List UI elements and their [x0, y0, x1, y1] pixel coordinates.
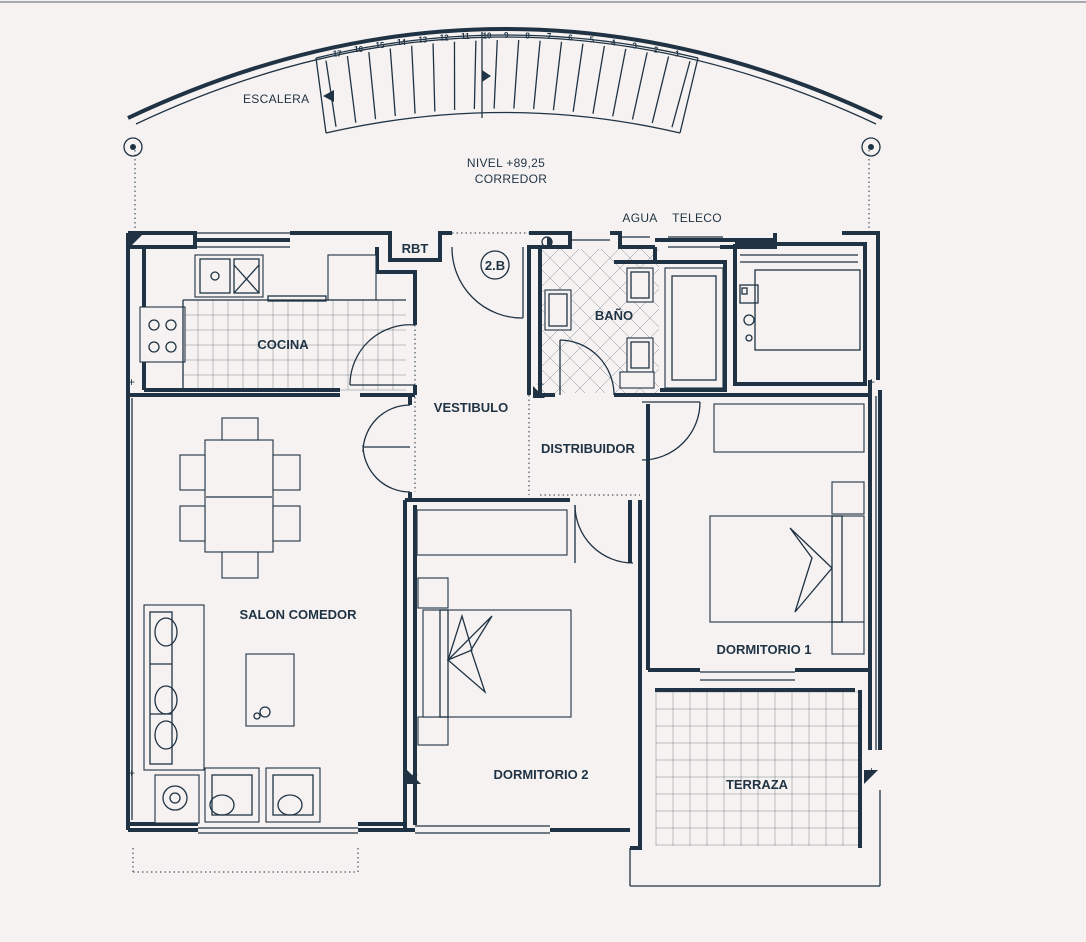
stair-step-number: 6: [568, 34, 573, 43]
stair-start-arrow-icon: [323, 90, 334, 102]
stair-tread: [612, 48, 627, 117]
stair-step-number: 8: [525, 31, 530, 40]
plus-marker: +: [411, 768, 418, 782]
stair-tread: [473, 40, 477, 110]
stair-treads: [325, 40, 691, 128]
stair-tread: [346, 55, 357, 123]
corner-markers: + + + + + +: [128, 234, 878, 784]
terrace-floor-tiles: [655, 691, 858, 846]
corridor-label: CORREDOR: [475, 172, 547, 186]
level-label: NIVEL +89,25: [467, 156, 545, 170]
plus-marker: +: [868, 375, 875, 389]
stair-tread: [671, 60, 691, 128]
plus-marker: +: [128, 766, 135, 780]
stair-step-number: 15: [376, 41, 385, 50]
stair-step-number: 2: [654, 45, 659, 54]
living-furniture: [143, 604, 321, 824]
stair-label: ESCALERA: [243, 92, 309, 106]
stair-tread: [493, 40, 498, 109]
doors: [349, 232, 701, 564]
stair-tread: [432, 43, 436, 112]
bathroom-walls: [527, 231, 880, 397]
kitchen-fixtures: [139, 254, 406, 390]
room-label-bedroom2: DORMITORIO 2: [493, 767, 588, 782]
dining-table: [179, 417, 301, 579]
stair-step-number: 12: [440, 34, 449, 43]
stair-tread: [532, 40, 541, 110]
corridor-columns: [123, 137, 881, 157]
room-label-terrace: TERRAZA: [726, 777, 789, 792]
stair-step-number: 13: [418, 36, 427, 45]
water-label: AGUA: [622, 211, 657, 225]
stair-step-number: 9: [504, 31, 509, 40]
corridor-arc: [127, 27, 883, 232]
bedroom1-furniture: [709, 403, 865, 655]
stair-step-numbers: 17 16 15 14 13 12 11 10 9 8 7 6 5 4 3 2 1: [333, 31, 681, 59]
stair-step-number: 11: [461, 32, 470, 41]
stair-tread: [389, 48, 396, 117]
stair-arrow-icon: [482, 70, 491, 82]
windows: [131, 236, 877, 834]
bedroom2-furniture: [416, 509, 572, 746]
room-label-hall: VESTIBULO: [434, 400, 508, 415]
bathroom-fixtures: [541, 236, 724, 389]
stair-tread: [572, 43, 584, 112]
stair-step-number: 1: [675, 50, 680, 59]
room-label-bedroom1: DORMITORIO 1: [716, 642, 811, 657]
stair-step-number: 16: [354, 45, 363, 54]
balcony-outline: [132, 848, 359, 873]
stair-step-number: 3: [632, 42, 637, 51]
room-label-distributor: DISTRIBUIDOR: [541, 441, 636, 456]
stair: 17 16 15 14 13 12 11 10 9 8 7 6 5 4 3 2 1 ESCALERA: [243, 31, 699, 134]
stair-step-number: 10: [483, 31, 492, 40]
stair-step-number: 17: [333, 49, 342, 58]
stair-tread: [552, 41, 563, 111]
stair-step-number: 14: [397, 38, 406, 47]
stair-tread: [410, 45, 416, 114]
rbt-label: RBT: [402, 241, 429, 256]
stair-step-number: 5: [590, 36, 595, 45]
room-label-living: SALON COMEDOR: [240, 607, 358, 622]
stair-step-number: 7: [547, 32, 552, 41]
exterior-walls: [126, 231, 882, 887]
room-label-bathroom: BAÑO: [595, 308, 633, 323]
room-label-kitchen: COCINA: [257, 337, 309, 352]
stair-tread: [592, 45, 605, 114]
stair-tread: [368, 51, 377, 120]
unit-code-label: 2.B: [485, 258, 505, 273]
telecom-label: TELECO: [672, 211, 722, 225]
plus-marker: +: [537, 377, 544, 391]
stair-tread: [513, 40, 520, 109]
plus-marker: +: [128, 375, 135, 389]
stair-step-number: 4: [611, 38, 616, 47]
stair-tread: [631, 52, 648, 120]
stair-tread: [651, 56, 670, 124]
plus-marker: +: [868, 764, 875, 778]
storage-fixtures: [739, 254, 861, 351]
